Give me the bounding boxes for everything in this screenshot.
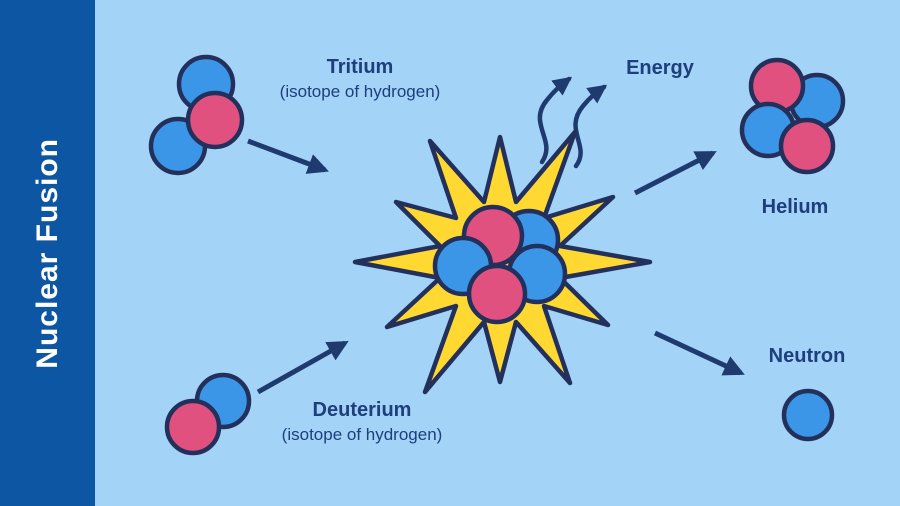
- diagram-canvas: Tritium (isotope of hydrogen) Deuterium …: [95, 0, 900, 506]
- arrow-deuterium-to-fusion: [256, 340, 349, 395]
- fusion-nucleus: [432, 204, 568, 325]
- tritium-label-title: Tritium: [326, 56, 394, 78]
- energy-wave-arrow-left: [537, 76, 573, 165]
- proton-circle: [185, 90, 245, 150]
- deuterium-label-sub: (isotope of hydrogen): [281, 425, 443, 444]
- deuterium-label-title: Deuterium: [312, 399, 412, 421]
- tritium-atom: [148, 54, 245, 176]
- proton-circle: [466, 263, 528, 325]
- arrow-fusion-to-helium: [633, 150, 717, 196]
- arrow-fusion-to-neutron: [653, 330, 745, 376]
- page-title: Nuclear Fusion: [30, 137, 64, 369]
- proton-circle: [778, 117, 836, 175]
- deuterium-atom: [164, 372, 252, 456]
- diagram-graphics: [148, 54, 846, 456]
- proton-circle: [164, 398, 222, 456]
- helium-label: Helium: [761, 196, 829, 218]
- helium-atom: [739, 57, 846, 175]
- sidebar: Nuclear Fusion: [0, 0, 95, 506]
- free-neutron-particle: [781, 388, 835, 442]
- tritium-label: Tritium (isotope of hydrogen): [280, 56, 441, 102]
- energy-label: Energy: [626, 57, 694, 79]
- arrow-tritium-to-fusion: [247, 138, 329, 174]
- deuterium-label: Deuterium (isotope of hydrogen): [282, 399, 443, 445]
- neutron-label: Neutron: [768, 345, 846, 367]
- energy-wave-arrow-right: [573, 84, 608, 169]
- tritium-label-sub: (isotope of hydrogen): [279, 82, 441, 101]
